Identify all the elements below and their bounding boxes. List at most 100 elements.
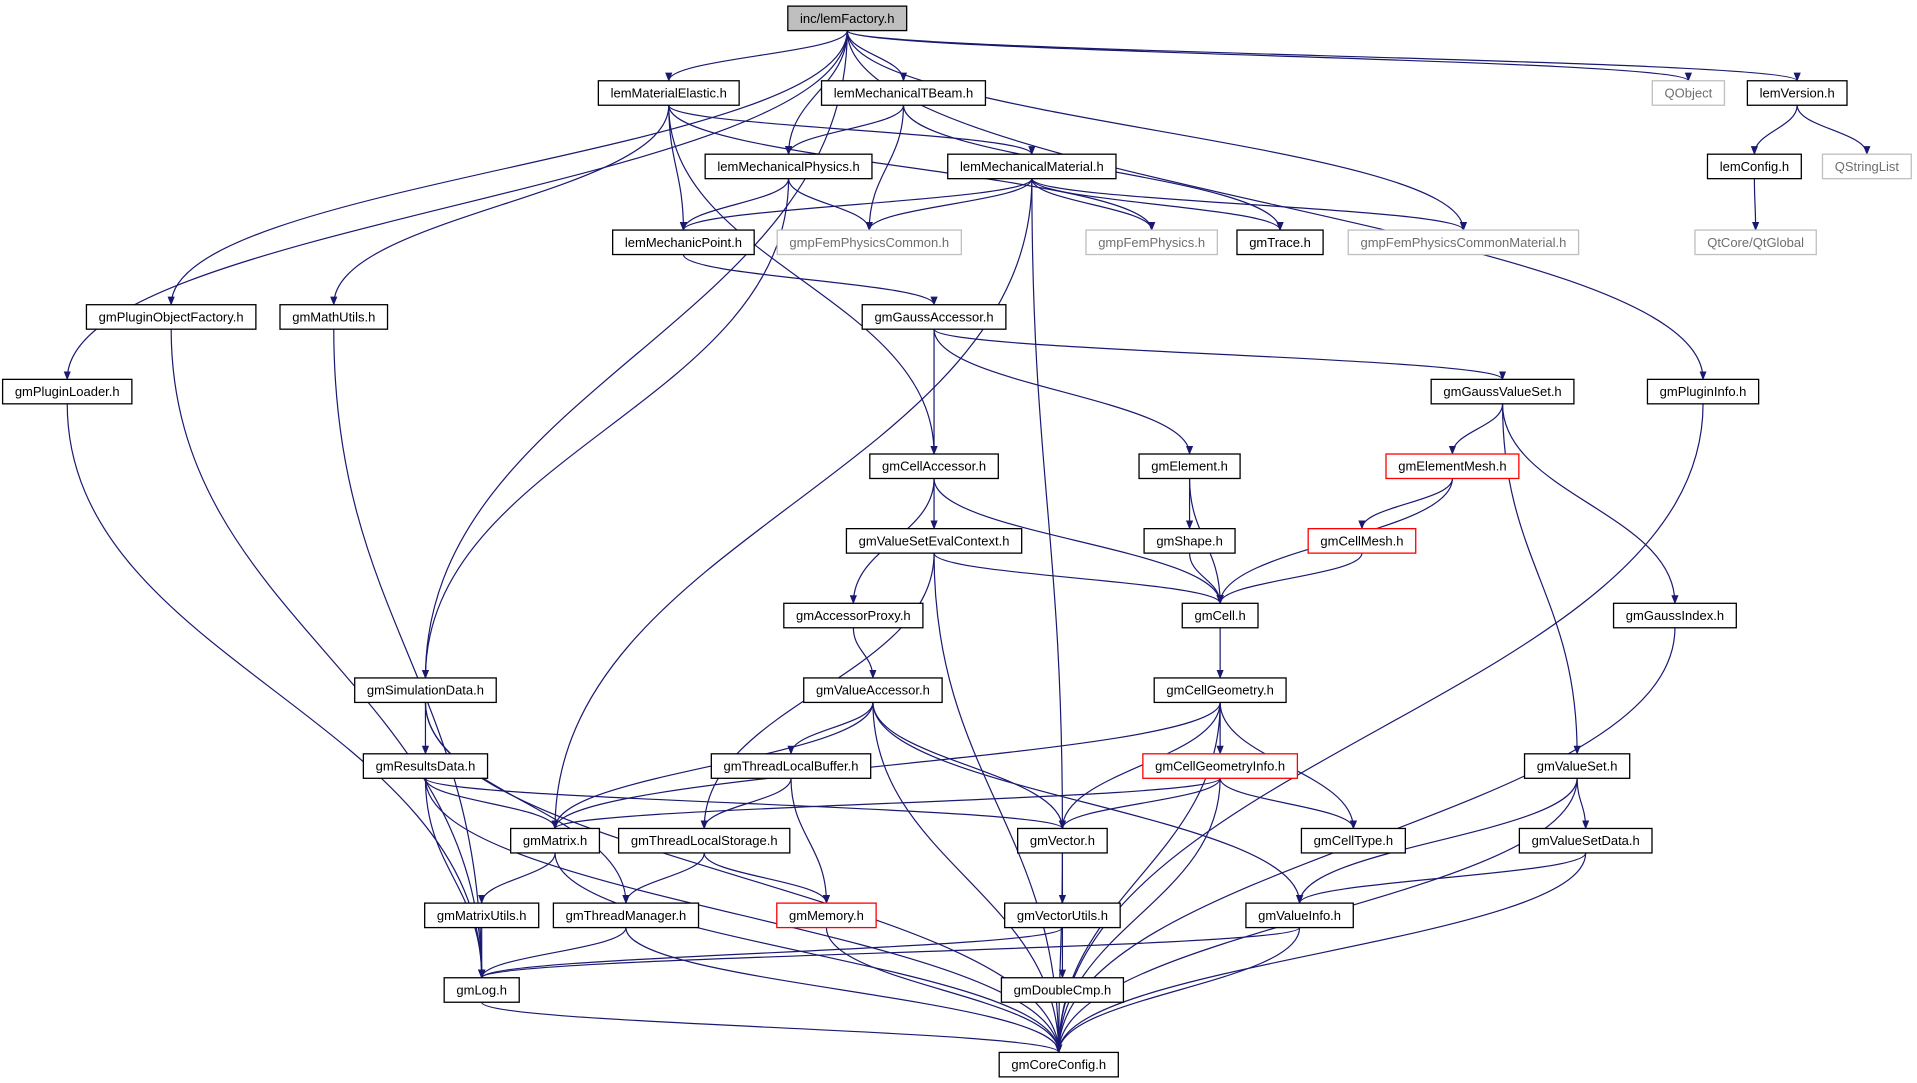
node-gmCellGeometryInfo[interactable]: gmCellGeometryInfo.h [1142,753,1299,779]
node-gmMemory[interactable]: gmMemory.h [776,902,877,929]
node-gmMatrixUtils[interactable]: gmMatrixUtils.h [424,902,540,929]
edge-lemMechanicalMaterial-to-gmpFemPhysicsCommonMaterial [1031,178,1467,231]
node-gmShape[interactable]: gmShape.h [1143,528,1236,554]
node-label: gmCellAccessor.h [882,459,986,474]
node-gmValueSetEvalContext[interactable]: gmValueSetEvalContext.h [845,528,1023,554]
node-gmPluginLoader[interactable]: gmPluginLoader.h [1,378,133,405]
node-label: gmThreadManager.h [566,908,687,923]
node-gmSimulationData[interactable]: gmSimulationData.h [354,677,497,704]
edge-lemVersion-to-QStringList [1796,105,1871,156]
node-label: gmThreadLocalStorage.h [631,833,778,848]
node-label: gmMatrixUtils.h [437,908,527,923]
node-box [1181,602,1259,629]
edge-gmVectorUtils-to-gmLog [478,927,1064,979]
node-gmMathUtils[interactable]: gmMathUtils.h [279,304,389,330]
edge-gmCellGeometry-to-gmVector [1058,702,1221,830]
node-box [1142,753,1299,779]
node-lemFactory[interactable]: inc/lemFactory.h [787,5,908,32]
node-gmCellAccessor[interactable]: gmCellAccessor.h [869,453,999,480]
node-label: gmValueSetData.h [1532,833,1640,848]
node-label: gmVectorUtils.h [1017,908,1108,923]
node-label: gmPluginInfo.h [1660,384,1747,399]
edge-gmResultsData-to-gmMatrix [424,778,559,830]
node-layer: inc/lemFactory.h lemMaterialElastic.h lemM… [1,5,1912,1078]
node-box [803,677,943,704]
edge-gmLog-to-gmCoreConfig [481,1001,1063,1054]
node-lemConfig[interactable]: lemConfig.h [1706,153,1802,180]
node-label: inc/lemFactory.h [800,11,894,26]
edge-gmThreadManager-to-gmCoreConfig [625,927,1063,1054]
edge-lemMechanicalMaterial-to-lemMechanicPoint [679,178,1033,231]
node-lemMechanicPoint[interactable]: lemMechanicPoint.h [612,229,755,256]
node-box [552,902,700,929]
node-box [1245,902,1354,929]
node-lemMechanicalTBeam[interactable]: lemMechanicalTBeam.h [820,80,987,106]
node-box [845,528,1023,554]
edge-lemFactory-to-gmPluginObjectFactory [167,30,848,306]
node-gmAccessorProxy[interactable]: gmAccessorProxy.h [783,602,924,629]
node-box [776,902,877,929]
node-gmValueAccessor[interactable]: gmValueAccessor.h [803,677,943,704]
node-lemMaterialElastic[interactable]: lemMaterialElastic.h [597,80,740,106]
edge-gmPluginInfo-to-gmCoreConfig [1055,403,1704,1054]
edge-gmResultsData-to-gmCoreConfig [424,778,1063,1054]
node-label: lemMechanicalTBeam.h [834,86,973,101]
node-gmCellGeometry[interactable]: gmCellGeometry.h [1153,677,1287,704]
node-box [1000,977,1125,1003]
edge-gmValueAccessor-to-gmVector [872,702,1066,830]
node-gmCell[interactable]: gmCell.h [1181,602,1259,629]
edge-lemFactory-to-gmpFemPhysicsCommonMaterial [846,30,1467,231]
node-gmGaussIndex[interactable]: gmGaussIndex.h [1612,602,1737,629]
node-box [279,304,389,330]
node-gmValueSetData[interactable]: gmValueSetData.h [1518,827,1653,854]
node-label: gmElement.h [1151,459,1228,474]
node-gmVector[interactable]: gmVector.h [1017,827,1108,854]
node-gmCellType[interactable]: gmCellType.h [1300,827,1407,854]
node-gmValueSet[interactable]: gmValueSet.h [1523,753,1631,779]
node-label: gmCellMesh.h [1320,533,1403,548]
node-box [1004,902,1121,929]
node-lemVersion[interactable]: lemVersion.h [1746,80,1848,106]
node-lemMechanicalPhysics[interactable]: lemMechanicalPhysics.h [704,153,873,180]
node-box [776,229,962,256]
node-label: lemMechanicPoint.h [625,235,742,250]
node-gmMatrix[interactable]: gmMatrix.h [510,827,601,854]
node-gmLog[interactable]: gmLog.h [443,977,520,1003]
node-gmResultsData[interactable]: gmResultsData.h [362,753,489,779]
node-gmGaussValueSet[interactable]: gmGaussValueSet.h [1430,378,1575,405]
node-gmDoubleCmp[interactable]: gmDoubleCmp.h [1000,977,1125,1003]
node-gmThreadLocalBuffer[interactable]: gmThreadLocalBuffer.h [710,753,872,779]
edge-gmValueSetEvalContext-to-gmCoreConfig [933,553,1063,1054]
node-gmPluginObjectFactory[interactable]: gmPluginObjectFactory.h [85,304,257,330]
node-box [443,977,520,1003]
node-box [1307,528,1417,554]
node-label: gmValueAccessor.h [816,683,930,698]
node-label: gmTrace.h [1249,235,1311,250]
node-gmValueInfo[interactable]: gmValueInfo.h [1245,902,1354,929]
node-box [1612,602,1737,629]
node-gmGaussAccessor[interactable]: gmGaussAccessor.h [861,304,1007,330]
node-box [1518,827,1653,854]
node-gmThreadManager[interactable]: gmThreadManager.h [552,902,700,929]
node-gmElement[interactable]: gmElement.h [1138,453,1241,480]
node-box [1347,229,1580,256]
node-gmVectorUtils[interactable]: gmVectorUtils.h [1004,902,1121,929]
edge-gmValueSetEvalContext-to-gmCell [933,552,1224,605]
node-label: gmMemory.h [789,908,864,923]
node-label: gmValueSet.h [1537,759,1618,774]
node-label: gmSimulationData.h [367,683,484,698]
edge-lemFactory-to-gmSimulationData [421,30,848,679]
edge-gmValueInfo-to-gmLog [478,927,1301,979]
node-QStringList: QStringList [1821,153,1912,180]
node-label: gmShape.h [1156,533,1223,548]
node-gmCoreConfig[interactable]: gmCoreConfig.h [998,1051,1119,1078]
node-gmThreadLocalStorage[interactable]: gmThreadLocalStorage.h [617,827,791,854]
node-gmTrace[interactable]: gmTrace.h [1236,229,1324,256]
node-gmCellMesh[interactable]: gmCellMesh.h [1307,528,1417,554]
edge-gmMemory-to-gmCoreConfig [825,927,1063,1054]
node-lemMechanicalMaterial[interactable]: lemMechanicalMaterial.h [947,153,1117,180]
node-gmPluginInfo[interactable]: gmPluginInfo.h [1646,378,1760,405]
node-gmElementMesh[interactable]: gmElementMesh.h [1385,453,1520,480]
edge-gmMatrix-to-gmMatrixUtils [478,852,556,905]
edge-lemMaterialElastic-to-lemMechanicPoint [668,105,688,231]
